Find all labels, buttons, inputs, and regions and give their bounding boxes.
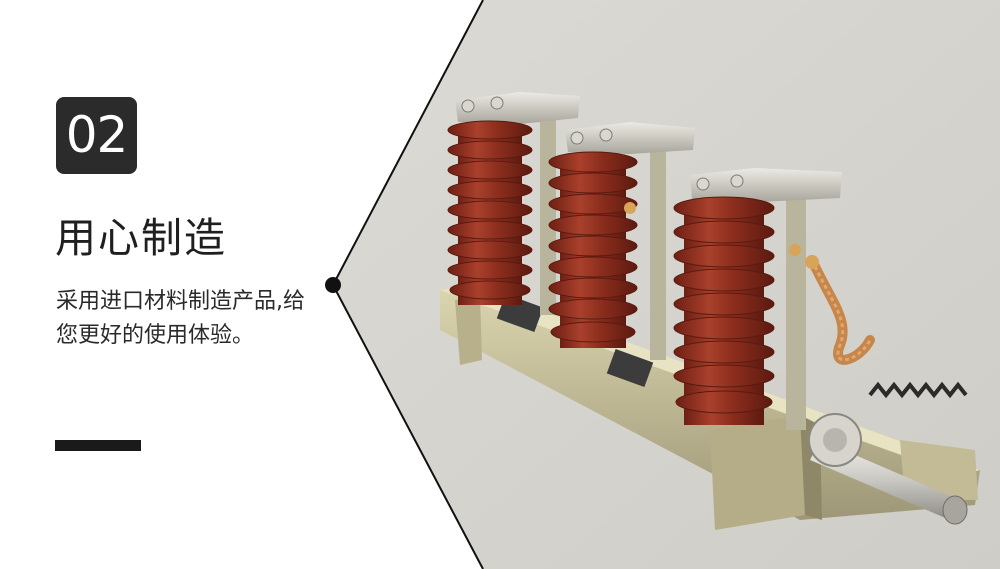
section-description: 采用进口材料制造产品,给您更好的使用体验。 bbox=[56, 289, 305, 348]
section-number-badge: 02 bbox=[56, 97, 137, 174]
section-title: 用心制造 bbox=[55, 214, 227, 262]
dot-icon bbox=[325, 277, 341, 293]
accent-bar bbox=[55, 440, 141, 451]
